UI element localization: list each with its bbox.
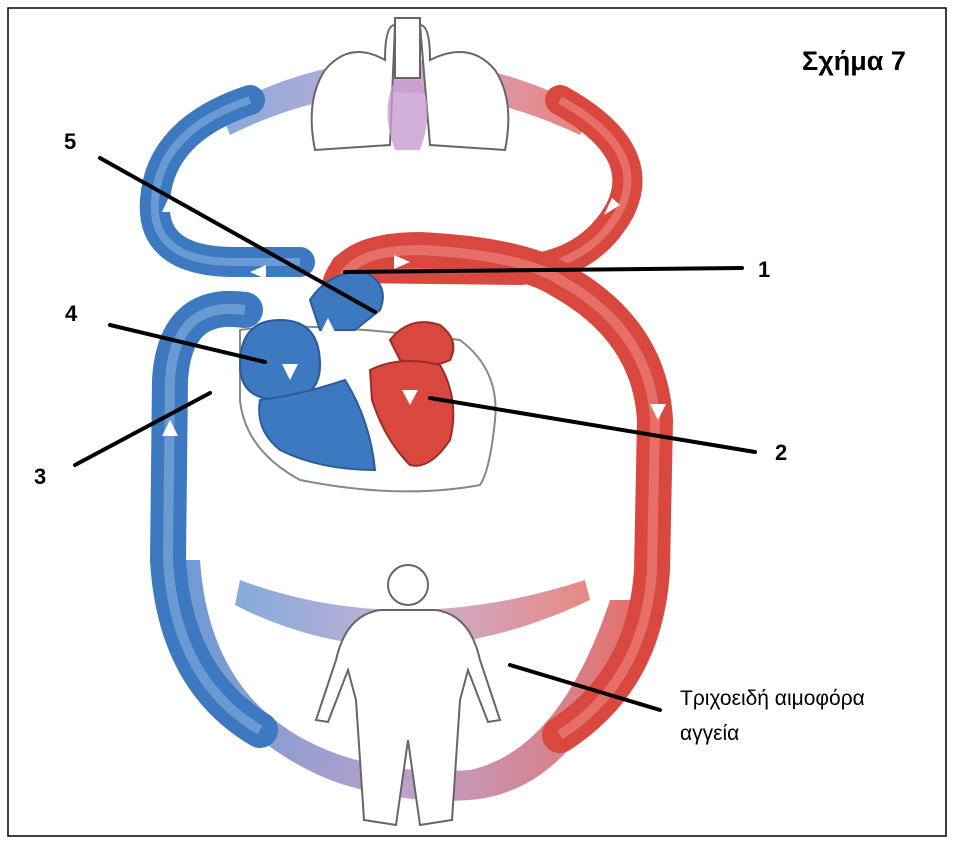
label-2: 2 (775, 440, 787, 465)
pulmonary-artery-vessel (155, 100, 300, 262)
capillaries-caption-line2: αγγεία (680, 722, 739, 745)
label-5: 5 (64, 129, 76, 154)
label-3: 3 (34, 464, 46, 489)
figure-title: Σχήμα 7 (802, 46, 906, 76)
left-atrium (390, 322, 453, 365)
lungs-icon (312, 18, 509, 150)
leader-line-3 (75, 393, 210, 465)
label-4: 4 (65, 301, 78, 326)
leader-line-5 (100, 158, 375, 312)
heart-icon (240, 272, 496, 492)
capillaries-caption-line1: Τριχοειδή αιμοφόρα (680, 687, 865, 710)
label-1: 1 (758, 257, 770, 282)
